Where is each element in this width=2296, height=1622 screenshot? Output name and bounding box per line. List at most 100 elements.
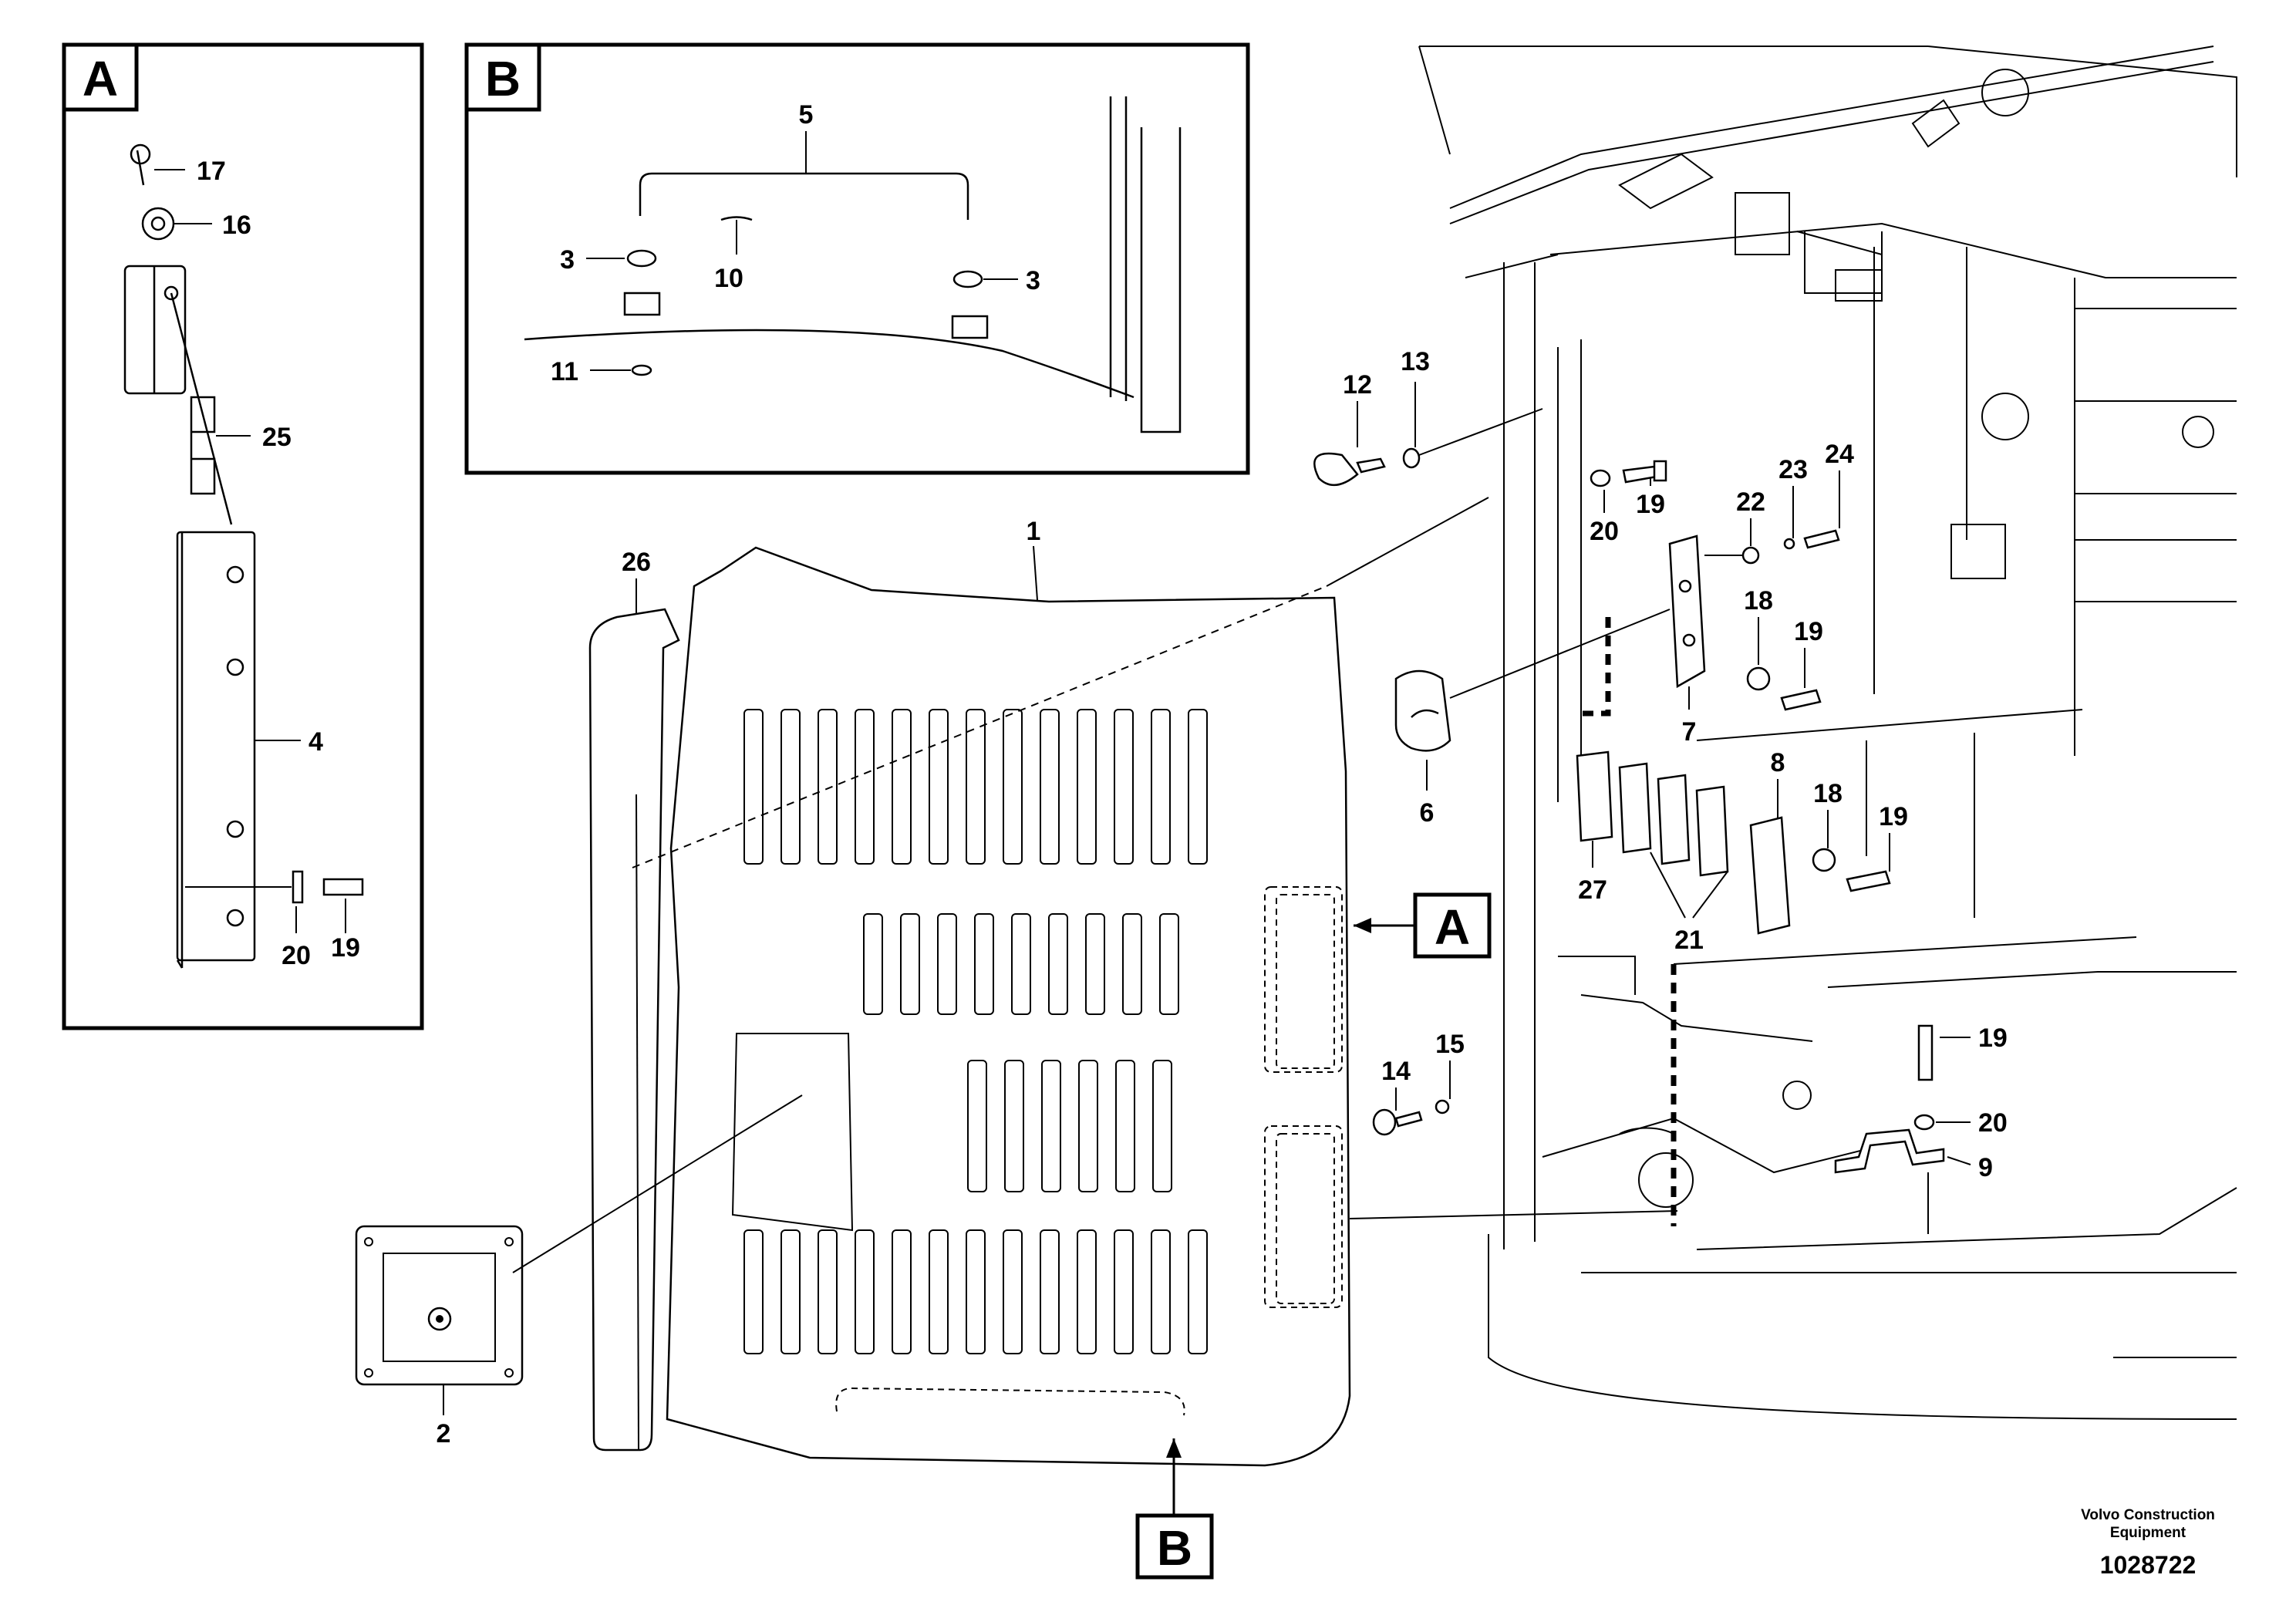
main-leaders [443, 382, 1971, 1415]
label-8: 8 [1771, 748, 1785, 777]
louver-slot [892, 1229, 912, 1354]
label-26: 26 [622, 548, 651, 577]
label-18-lower: 18 [1813, 779, 1843, 808]
louver-slot [781, 1229, 801, 1354]
label-10: 10 [714, 264, 743, 293]
louver-slot [855, 1229, 875, 1354]
label-24: 24 [1825, 440, 1854, 469]
hinge-outline-lower [1264, 1125, 1343, 1308]
door-panel-1 [666, 546, 1351, 1467]
bolt-19-upper [1780, 689, 1822, 711]
connector-dashes [1581, 617, 1677, 1226]
stop-12 [1313, 452, 1359, 486]
callout-a-label: A [1435, 899, 1470, 955]
louver-slot [1114, 709, 1134, 865]
side-strip-26 [588, 608, 680, 1452]
detail-a-border [62, 42, 424, 1030]
louver-slot [1004, 1060, 1024, 1192]
handle-5 [639, 172, 969, 220]
label-21: 21 [1674, 926, 1704, 955]
louver-slot [1003, 709, 1023, 865]
bolt-19-top [1622, 465, 1658, 484]
hinge-assembly [123, 143, 364, 969]
bolt-19-lower-vert [1917, 1024, 1934, 1081]
louver-slot [966, 1229, 986, 1354]
louver-slot [1077, 709, 1097, 865]
label-12: 12 [1343, 370, 1372, 400]
bracket-7 [1668, 534, 1706, 689]
label-13: 13 [1401, 347, 1430, 376]
louver-slot [1152, 1060, 1172, 1192]
brand-line-2: Equipment [2110, 1525, 2186, 1541]
louver-slot [1011, 913, 1031, 1015]
washer-20-top [1590, 469, 1611, 487]
label-2: 2 [437, 1419, 451, 1448]
detail-b-panel: B 5 3 3 10 11 [464, 42, 1250, 475]
louver-slot [818, 709, 838, 865]
label-18-upper: 18 [1744, 586, 1773, 615]
louver-slot [937, 913, 957, 1015]
bolt-17-shank [136, 150, 145, 186]
lock-assembly-2 [355, 1225, 524, 1386]
label-23: 23 [1778, 455, 1808, 484]
label-19-clamp: 19 [1978, 1023, 2008, 1053]
detail-a-panel: A [62, 42, 424, 1030]
louver-slot [1085, 913, 1105, 1015]
louver-slot [1151, 1229, 1171, 1354]
label-3-right: 3 [1026, 266, 1040, 295]
louver-slot [1114, 1229, 1134, 1354]
washer-15 [1435, 1099, 1450, 1114]
label-15: 15 [1435, 1030, 1465, 1059]
louver-slot [1048, 913, 1068, 1015]
detail-b-border [464, 42, 1250, 475]
brand-line-1: Volvo Construction [2081, 1507, 2215, 1523]
callout-b[interactable]: B [1135, 1438, 1214, 1580]
louver-slot [900, 913, 920, 1015]
louver-slot [929, 1229, 949, 1354]
label-16: 16 [222, 211, 251, 240]
detail-b-tag [464, 42, 541, 112]
knob-14 [1372, 1108, 1397, 1136]
washer-18-upper [1746, 666, 1771, 691]
hinge-outline-upper [1264, 886, 1343, 1073]
louver-slot [1040, 1229, 1060, 1354]
washer-18-lower [1812, 848, 1836, 872]
label-19: 19 [331, 933, 360, 963]
louver-slot [929, 709, 949, 865]
label-19-lower: 19 [1879, 802, 1908, 831]
frame-hardware [1313, 408, 1945, 1234]
louver-slot [1115, 1060, 1135, 1192]
label-20-clamp: 20 [1978, 1108, 2008, 1138]
louver-slot [892, 709, 912, 865]
washer-20-lower [1913, 1114, 1935, 1131]
louver-slot [967, 1060, 987, 1192]
label-1: 1 [1027, 517, 1041, 546]
detail-b-leaders [586, 131, 1018, 371]
bracket-8 [1749, 816, 1791, 935]
callout-a[interactable]: A [1354, 892, 1492, 959]
label-19-upper: 19 [1794, 617, 1823, 646]
louver-slot [974, 913, 994, 1015]
hinge-bolts [226, 565, 244, 927]
washer-23 [1783, 538, 1795, 550]
louver-slot [1041, 1060, 1061, 1192]
label-11: 11 [551, 357, 578, 386]
louver-slot [743, 1229, 764, 1354]
label-14: 14 [1381, 1057, 1411, 1086]
bolt-19-lower [1846, 870, 1891, 892]
louver-slot [1151, 709, 1171, 865]
label-4: 4 [308, 727, 323, 757]
label-5: 5 [799, 100, 814, 130]
detail-a-leaders [154, 169, 346, 933]
louver-slot [966, 709, 986, 865]
door-louvers [743, 709, 1208, 1354]
louver-slot [781, 709, 801, 865]
louver-slot [1003, 1229, 1023, 1354]
main-door-assembly [355, 497, 1678, 1467]
louver-slot [855, 709, 875, 865]
louver-slot [1122, 913, 1142, 1015]
label-27: 27 [1578, 875, 1607, 905]
louver-slot [863, 913, 883, 1015]
louver-slot [743, 709, 764, 865]
label-9: 9 [1978, 1153, 1993, 1182]
